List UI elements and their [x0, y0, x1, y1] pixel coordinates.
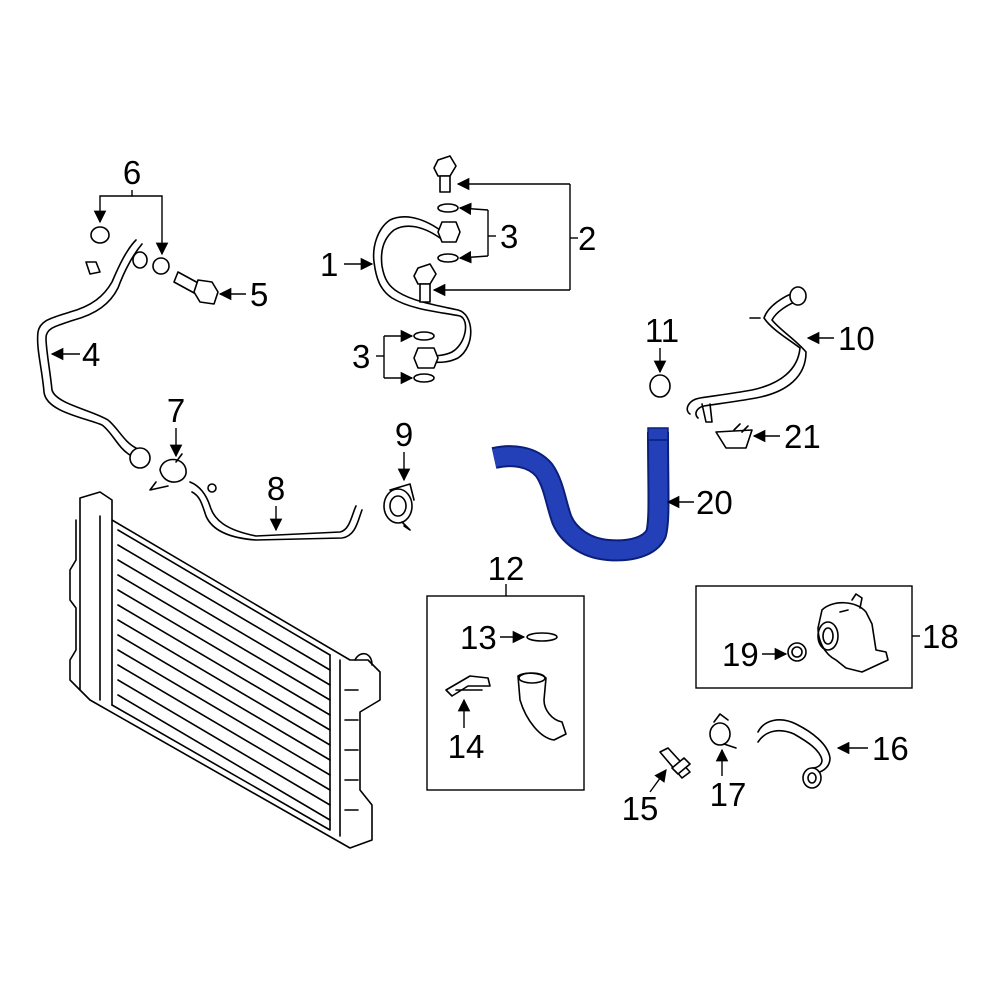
connector-part-15	[659, 747, 691, 779]
callout-8: 8	[267, 470, 285, 507]
callout-17: 17	[710, 776, 747, 813]
radiator	[69, 491, 381, 849]
callout-20: 20	[696, 484, 733, 521]
callout-2: 2	[578, 220, 596, 257]
callout-13: 13	[460, 619, 497, 656]
callout-21: 21	[784, 418, 821, 455]
bolt-upper-part-2	[433, 155, 457, 193]
callout-5: 5	[250, 276, 268, 313]
bypass-tube-part-10	[686, 286, 807, 423]
tube-assembly-part-1	[372, 216, 472, 369]
callout-12: 12	[488, 550, 525, 587]
callout-6: 6	[123, 154, 141, 191]
clamp-part-17	[709, 713, 737, 749]
callout-7: 7	[167, 392, 185, 429]
tube-part-8	[189, 481, 363, 541]
bolt-lower-part-2	[413, 263, 437, 303]
callout-labels: 6 5 4 7 8 9 1 2 3 3 11 10 21 20 12 13 14…	[82, 154, 959, 827]
callout-18: 18	[922, 618, 959, 655]
o-ring-pair-part-6	[90, 226, 170, 275]
callout-10: 10	[838, 320, 875, 357]
o-ring-part-11	[649, 374, 671, 398]
clip-part-7	[149, 453, 187, 491]
bolt-part-5	[173, 271, 219, 305]
callout-15: 15	[622, 790, 659, 827]
callout-9: 9	[395, 416, 413, 453]
seals-part-3	[413, 203, 459, 383]
hose-part-16	[757, 719, 831, 789]
clamp-part-21	[715, 423, 753, 449]
callout-14: 14	[448, 728, 485, 765]
callout-11: 11	[645, 312, 679, 349]
callout-16: 16	[872, 730, 909, 767]
leader-lines	[50, 177, 920, 793]
callout-4: 4	[82, 336, 100, 373]
cooler-line-part-4	[36, 239, 151, 469]
clamp-part-9	[383, 483, 415, 531]
hose-part-20-highlighted	[491, 427, 670, 562]
callout-1: 1	[320, 246, 338, 283]
thermostat-box-part-18	[695, 585, 913, 689]
callout-3-upper: 3	[500, 218, 518, 255]
callout-3-lower: 3	[352, 338, 370, 375]
callout-19: 19	[722, 636, 759, 673]
